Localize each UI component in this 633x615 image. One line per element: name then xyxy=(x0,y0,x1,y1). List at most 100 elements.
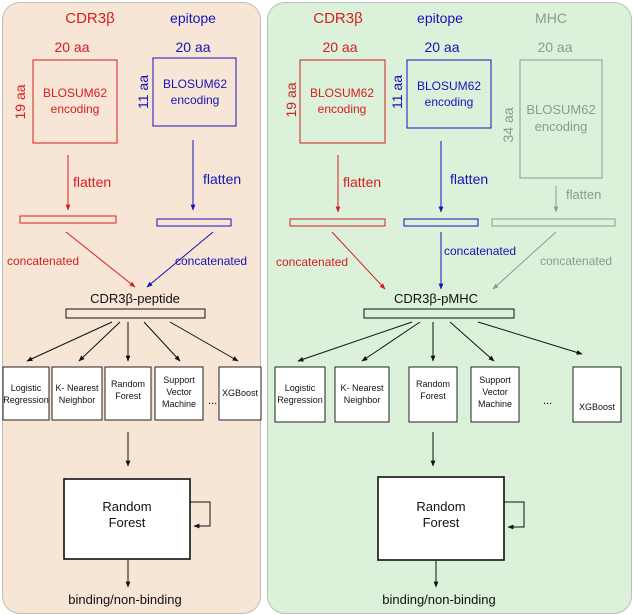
right-concat-label-blue: concatenated xyxy=(444,244,516,258)
left-fan-arrow-1 xyxy=(26,321,113,362)
left-meta-line2: Forest xyxy=(109,515,146,530)
right-epitope-blosum-box xyxy=(406,59,492,129)
right-epitope-flat-vector xyxy=(403,218,479,227)
left-concat-label-blue: concatenated xyxy=(175,254,247,268)
right-concat-arrow-gray xyxy=(492,231,557,290)
left-epitope-box-line1: BLOSUM62 xyxy=(163,77,227,91)
right-epitope-flatten-label: flatten xyxy=(450,171,488,187)
right-concat-label-gray: concatenated xyxy=(540,254,612,268)
right-cdr3b-blosum-box xyxy=(299,59,386,144)
left-cdr3b-flat-vector xyxy=(19,215,117,224)
right-model-logistic-regression: Logistic Regression xyxy=(274,366,326,423)
right-model-4-line2: Vector xyxy=(482,387,508,397)
left-cdr3b-box-line1: BLOSUM62 xyxy=(43,86,107,100)
right-epitope-title: epitope xyxy=(417,10,463,26)
right-model-svm: Support Vector Machine xyxy=(470,366,520,423)
right-epitope-box-line2: encoding xyxy=(425,95,474,109)
left-meta-random-forest-box xyxy=(63,478,191,560)
right-mhc-cols: 20 aa xyxy=(537,39,572,55)
right-mhc-flatten-label: flatten xyxy=(566,187,601,202)
left-cdr3b-title: CDR3β xyxy=(65,10,115,27)
right-model-3-line1: Random xyxy=(416,379,450,389)
left-cdr3b-cols: 20 aa xyxy=(54,39,89,55)
right-epitope-rows: 11 aa xyxy=(389,75,405,109)
right-cdr3b-cols: 20 aa xyxy=(322,39,357,55)
right-mhc-box-line1: BLOSUM62 xyxy=(526,102,595,117)
right-epitope-cols: 20 aa xyxy=(424,39,459,55)
right-mhc-rows: 34 aa xyxy=(500,107,516,142)
left-epitope-box-line2: encoding xyxy=(171,93,220,107)
left-fan-arrow-4 xyxy=(143,321,181,362)
left-model-ellipsis: ... xyxy=(208,395,217,407)
right-fan-arrow-4 xyxy=(449,321,495,362)
left-model-3-line2: Forest xyxy=(115,391,141,401)
right-model-4-line1: Support xyxy=(479,375,511,385)
left-concat-arrow-red xyxy=(65,231,136,288)
right-model-2-line1: K- Nearest xyxy=(340,383,384,393)
left-model-svm: Support Vector Machine xyxy=(154,366,204,421)
left-meta-line1: Random xyxy=(102,499,151,514)
right-meta-line1: Random xyxy=(416,499,465,514)
right-model-knn: K- Nearest Neighbor xyxy=(334,366,390,423)
left-model-4-line2: Vector xyxy=(166,387,192,397)
left-fan-arrow-2 xyxy=(78,321,121,362)
right-model-4-line3: Machine xyxy=(478,399,512,409)
right-model-xgboost: XGBoost xyxy=(572,366,622,423)
left-cdr3b-rows: 19 aa xyxy=(12,84,28,119)
left-epitope-blosum-box xyxy=(152,57,237,127)
left-model-random-forest: Random Forest xyxy=(104,366,152,421)
left-vector-label: CDR3β-peptide xyxy=(90,291,180,306)
left-output-label: binding/non-binding xyxy=(68,592,181,607)
left-model-5-line1: XGBoost xyxy=(222,388,259,398)
left-fan-arrow-5 xyxy=(169,321,239,362)
right-cdr3b-box-line2: encoding xyxy=(318,102,367,116)
right-cdr3b-title: CDR3β xyxy=(313,10,363,27)
right-output-label: binding/non-binding xyxy=(382,592,495,607)
right-mhc-title: MHC xyxy=(535,10,567,26)
right-epitope-box-line1: BLOSUM62 xyxy=(417,79,481,93)
right-cdr3b-flatten-label: flatten xyxy=(343,174,381,190)
left-model-2-line1: K- Nearest xyxy=(55,383,99,393)
left-model-logistic-regression: Logistic Regression xyxy=(2,366,50,421)
right-concat-arrow-red xyxy=(331,231,386,290)
right-fan-arrow-2 xyxy=(361,321,421,362)
right-model-random-forest: Random Forest xyxy=(408,366,458,423)
left-model-4-line3: Machine xyxy=(162,399,196,409)
left-model-2-line2: Neighbor xyxy=(59,395,96,405)
right-meta-line2: Forest xyxy=(423,515,460,530)
left-concat-label-red: concatenated xyxy=(7,254,79,268)
left-cdr3b-blosum-box xyxy=(32,59,118,144)
right-mhc-flat-vector xyxy=(491,218,616,227)
right-cdr3b-rows: 19 aa xyxy=(283,82,299,117)
right-concatenated-vector xyxy=(363,308,515,319)
left-model-3-line1: Random xyxy=(111,379,145,389)
left-cdr3b-flatten-label: flatten xyxy=(73,174,111,190)
right-model-1-line1: Logistic xyxy=(285,383,316,393)
left-epitope-cols: 20 aa xyxy=(175,39,210,55)
left-epitope-flat-vector xyxy=(156,218,232,227)
left-epitope-rows: 11 aa xyxy=(135,75,151,109)
right-model-ellipsis: ... xyxy=(543,395,552,407)
left-model-1-line1: Logistic xyxy=(11,383,42,393)
left-model-xgboost: XGBoost xyxy=(218,366,262,421)
right-model-2-line2: Neighbor xyxy=(344,395,381,405)
left-epitope-title: epitope xyxy=(170,10,216,26)
right-model-5-line1: XGBoost xyxy=(579,402,616,412)
right-model-1-line2: Regression xyxy=(277,395,323,405)
left-concatenated-vector xyxy=(65,308,206,319)
left-epitope-flatten-label: flatten xyxy=(203,171,241,187)
right-meta-random-forest-box xyxy=(377,476,505,561)
right-vector-label: CDR3β-pMHC xyxy=(394,291,478,306)
left-model-knn: K- Nearest Neighbor xyxy=(51,366,103,421)
left-meta-loop-arrow xyxy=(190,501,211,529)
right-fan-arrow-1 xyxy=(297,321,413,362)
left-concat-arrow-blue xyxy=(146,231,214,288)
left-cdr3b-box-line2: encoding xyxy=(51,102,100,116)
right-cdr3b-flat-vector xyxy=(289,218,386,227)
right-meta-loop-arrow xyxy=(504,501,525,530)
right-mhc-blosum-box xyxy=(519,59,603,179)
right-cdr3b-box-line1: BLOSUM62 xyxy=(310,86,374,100)
right-fan-arrow-5 xyxy=(477,321,583,355)
right-model-3-line2: Forest xyxy=(420,391,446,401)
